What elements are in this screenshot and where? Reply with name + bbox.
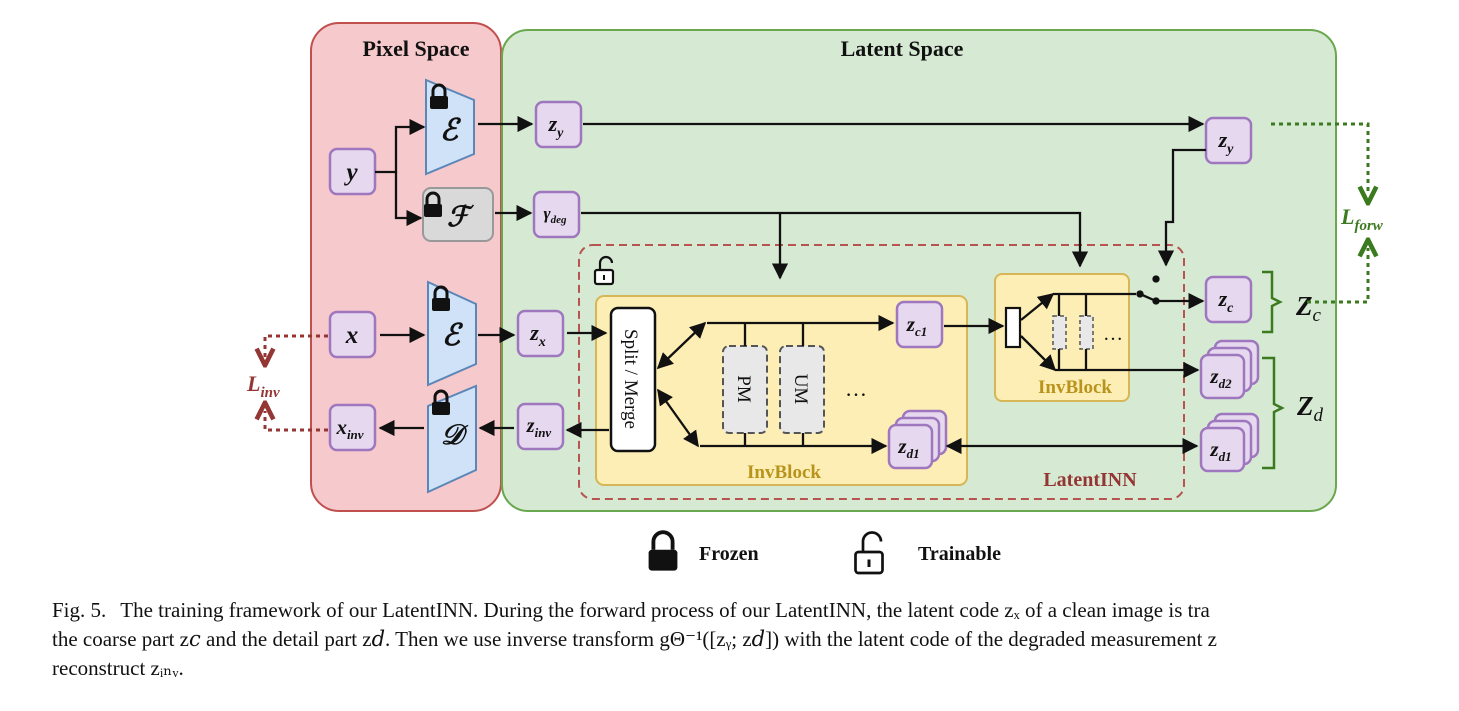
caption-line-2: the coarse part z𝑐 and the detail part z… <box>52 627 1217 651</box>
um-block: UM <box>779 345 825 434</box>
encoder-x: ℰ <box>427 280 477 387</box>
svg-text:γdeg: γdeg <box>544 204 567 226</box>
svg-text:Zc: Zc <box>1295 291 1322 326</box>
latentinn-label: LatentINN <box>1043 469 1137 491</box>
svg-text:y: y <box>343 159 358 186</box>
loss-forward: Lforw <box>1271 122 1384 304</box>
figure-label: Fig. 5. <box>52 598 107 622</box>
latentinn-region: LatentINN <box>578 244 1185 500</box>
brace-z-d: Zd <box>1262 356 1324 470</box>
var-z-y-left: zy <box>534 100 583 149</box>
more-modules-ellipsis: … <box>845 376 867 401</box>
small-invblock-ellipsis: … <box>1103 323 1123 345</box>
svg-text:zy: zy <box>1218 127 1235 157</box>
var-x-inv: xinv <box>328 403 377 452</box>
var-z-d1-outer: zd1 <box>1199 412 1260 473</box>
svg-text:zd2: zd2 <box>1209 364 1232 391</box>
svg-text:Lforw: Lforw <box>1340 204 1384 234</box>
legend-trainable: Trainable <box>918 543 1001 565</box>
svg-text:UM: UM <box>790 374 811 405</box>
invblock-main-label: InvBlock <box>747 462 821 483</box>
var-z-c1: zc1 <box>895 300 944 349</box>
pm-block: PM <box>722 345 768 434</box>
encoder-y: ℰ <box>425 78 475 176</box>
brace-z-c: Zc <box>1262 270 1322 334</box>
loss-inverse: Linv <box>246 334 328 432</box>
var-y: y <box>328 147 377 196</box>
svg-text:Split / Merge: Split / Merge <box>620 329 641 429</box>
svg-text:zd1: zd1 <box>1209 437 1231 464</box>
pixel-space-title: Pixel Space <box>363 36 470 61</box>
legend-frozen: Frozen <box>699 543 759 565</box>
caption-line-3: reconstruct zᵢₙᵥ. <box>52 656 184 680</box>
var-z-c: zc <box>1204 275 1253 324</box>
invblock-small-label: InvBlock <box>1038 377 1112 398</box>
figure-caption: Fig. 5. The training framework of our Lat… <box>52 596 1459 683</box>
svg-text:Zd: Zd <box>1296 391 1324 426</box>
svg-text:zc: zc <box>1218 286 1235 316</box>
var-z-d1-inner: zd1 <box>887 409 948 470</box>
svg-text:PM: PM <box>733 375 754 403</box>
split-merge-block: Split / Merge <box>609 306 657 453</box>
svg-text:zinv: zinv <box>526 415 552 440</box>
svg-text:x: x <box>345 322 359 349</box>
unlock-icon <box>593 255 615 286</box>
var-x: x <box>328 310 377 359</box>
svg-text:zx: zx <box>529 320 546 350</box>
svg-text:zy: zy <box>548 111 565 141</box>
lock-icon <box>648 530 678 571</box>
var-z-d2: zd2 <box>1199 339 1260 400</box>
var-z-inv: zinv <box>516 402 565 451</box>
var-z-x: zx <box>516 309 565 358</box>
svg-text:ℰ: ℰ <box>440 114 462 147</box>
caption-line-1: The training framework of our LatentINN.… <box>120 598 1210 622</box>
legend: Frozen Trainable <box>648 530 1001 575</box>
svg-text:xinv: xinv <box>335 415 363 442</box>
decoder-d: 𝒟 <box>427 384 477 494</box>
svg-text:zc1: zc1 <box>906 312 927 339</box>
var-gamma-deg: γdeg <box>532 190 581 239</box>
var-z-y-right: zy <box>1204 116 1253 165</box>
svg-text:zd1: zd1 <box>897 434 919 461</box>
connections <box>375 115 1206 455</box>
unlock-icon <box>854 531 884 575</box>
svg-text:ℰ: ℰ <box>442 319 464 352</box>
latent-space-title: Latent Space <box>841 36 964 61</box>
degradation-net-f: ℱ <box>422 187 494 242</box>
svg-text:Linv: Linv <box>246 371 280 401</box>
small-invblock-modules: … <box>1004 306 1123 350</box>
